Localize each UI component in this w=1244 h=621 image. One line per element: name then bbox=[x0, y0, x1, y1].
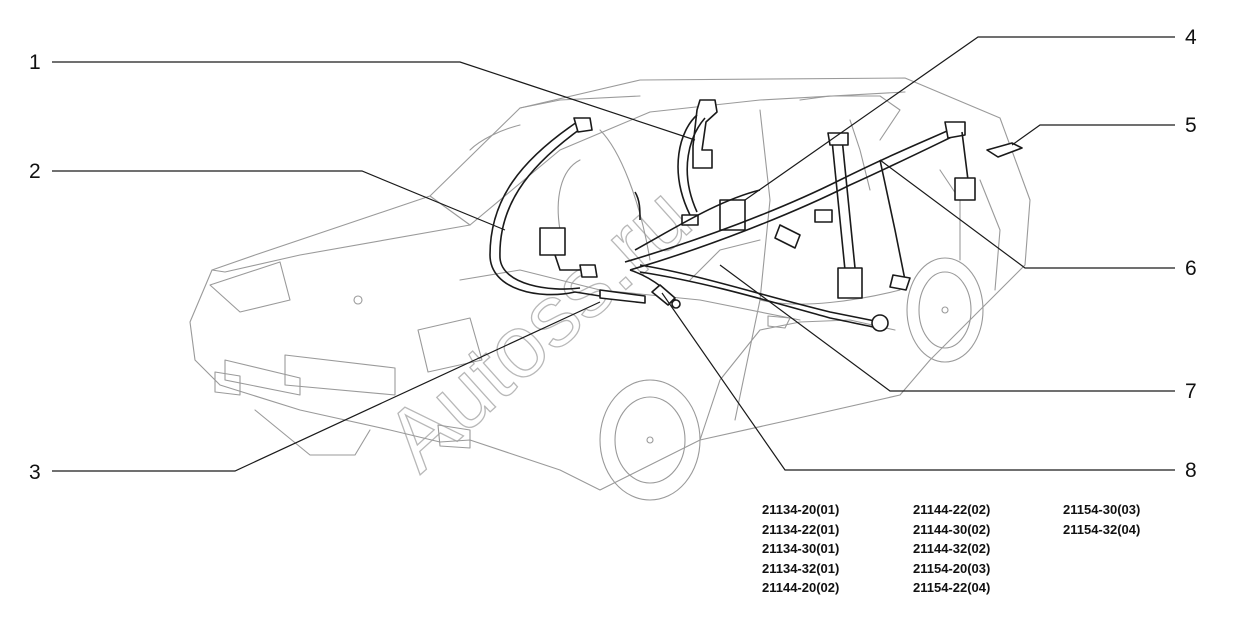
callout-1: 1 bbox=[29, 51, 41, 74]
callout-6: 6 bbox=[1185, 257, 1197, 280]
rear-right-retractor bbox=[954, 177, 976, 201]
rear-belt-anchor bbox=[692, 99, 718, 169]
callout-4: 4 bbox=[1185, 26, 1197, 49]
model-codes-col-2: 21144-22(02) 21144-30(02) 21144-32(02) 2… bbox=[913, 500, 990, 598]
leader-lines bbox=[52, 36, 1175, 472]
front-buckle bbox=[599, 289, 646, 304]
center-buckle bbox=[671, 299, 681, 309]
model-code: 21134-22(01) bbox=[762, 521, 840, 537]
car-outline bbox=[189, 77, 1031, 501]
callout-3: 3 bbox=[29, 461, 41, 484]
model-code: 21144-30(02) bbox=[913, 521, 991, 537]
model-code: 21154-22(04) bbox=[913, 580, 991, 595]
callout-2: 2 bbox=[29, 160, 41, 183]
model-code: 21134-32(01) bbox=[762, 560, 840, 576]
front-left-belt-retractor bbox=[539, 227, 566, 256]
watermark: Autoss.ru bbox=[366, 167, 708, 489]
model-code: 21134-30(01) bbox=[762, 541, 840, 556]
callout-7: 7 bbox=[1185, 380, 1197, 403]
model-code: 21144-32(02) bbox=[913, 541, 991, 556]
seat-belts bbox=[489, 99, 1023, 332]
model-code: 21144-20(02) bbox=[762, 580, 840, 595]
belt-guide bbox=[986, 142, 1023, 158]
model-code: 21154-32(04) bbox=[1063, 521, 1141, 537]
model-code: 21154-20(03) bbox=[913, 560, 991, 576]
model-codes-col-1: 21134-20(01) 21134-22(01) 21134-30(01) 2… bbox=[762, 500, 839, 598]
callout-5: 5 bbox=[1185, 114, 1197, 137]
lap-belt-anchor bbox=[871, 314, 889, 332]
model-code: 21144-22(02) bbox=[913, 502, 991, 517]
model-code: 21134-20(01) bbox=[762, 502, 840, 517]
b-pillar-retractor bbox=[837, 267, 863, 299]
model-codes-col-3: 21154-30(03) 21154-32(04) bbox=[1063, 500, 1140, 539]
model-code: 21154-30(03) bbox=[1063, 502, 1141, 517]
callout-8: 8 bbox=[1185, 459, 1197, 482]
